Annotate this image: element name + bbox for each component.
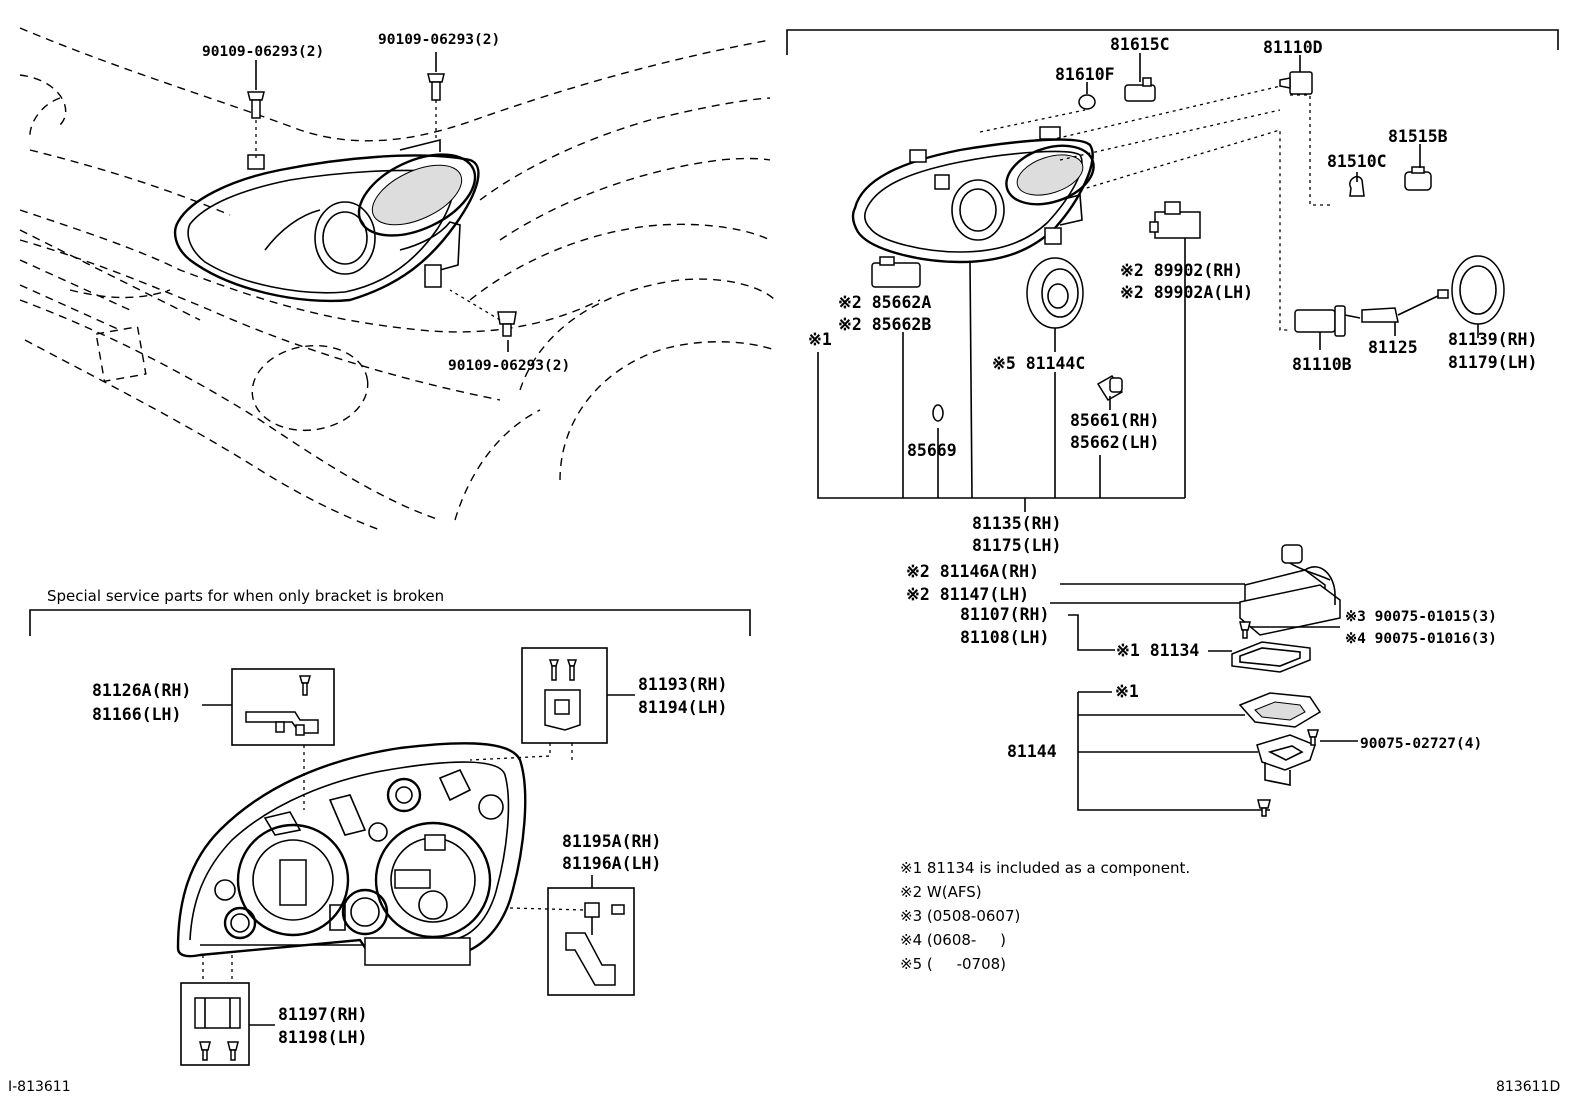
motor-85662a-icon [871,256,921,288]
note-2: ※2 W(AFS) [900,883,982,901]
screw-label-4: ※4 90075-01016(3) [1345,631,1497,647]
seal-85669-icon [932,404,944,422]
part-label-81139: 81139(RH) [1448,330,1537,349]
part-label-85662: 85662(LH) [1070,433,1159,452]
part-label-81126a: 81126A(RH) [92,681,191,700]
bracket-section-bracket [29,609,751,636]
bolt-icon [427,73,445,101]
fastener-label-top-mid: 90109-06293(2) [378,32,500,48]
bracket-81126a-icon [245,675,319,736]
screw-label-cover: 90075-02727(4) [1360,736,1482,752]
part-label-81144: 81144 [1007,742,1057,761]
relay-89902-icon [1149,201,1201,239]
part-label-81193: 81193(RH) [638,675,727,694]
screw-icon [1239,621,1251,639]
part-label-81194: 81194(LH) [638,698,727,717]
note-5: ※5 ( -0708) [900,955,1006,973]
footer-left-id: I-813611 [8,1079,71,1095]
note-3: ※3 (0508-0607) [900,907,1020,925]
gasket-81134-icon [1231,641,1311,673]
bracket-81195a-icon [565,902,625,986]
part-label-85661: 85661(RH) [1070,411,1159,430]
bulb-81110b-icon [1294,305,1361,337]
part-label-85662b: ※2 85662B [838,315,931,334]
part-label-81125: 81125 [1368,338,1418,357]
part-label-85669: 85669 [907,441,957,460]
bolt-icon [247,91,265,119]
bolt-icon [497,311,517,337]
bracket-section-title: Special service parts for when only brac… [47,587,444,605]
part-label-81108: 81108(LH) [960,628,1049,647]
screw-label-3: ※3 90075-01015(3) [1345,609,1497,625]
part-label-81110d: 81110D [1263,38,1323,57]
bulb-81110d-icon [1279,71,1313,95]
part-box-81197 [180,982,250,1066]
screw-icon [1257,799,1271,817]
grommet-81610f-icon [1078,94,1096,110]
part-label-81179: 81179(LH) [1448,353,1537,372]
part-label-81146a: ※2 81146A(RH) [906,562,1039,581]
part-label-81198: 81198(LH) [278,1028,367,1047]
headlamp-rear-view [176,742,527,966]
note-1: ※1 81134 is included as a component. [900,859,1190,877]
headlamp-assembly-illustration [851,126,1095,264]
part-label-81515b: 81515B [1388,127,1448,146]
cap-81139-icon [1451,255,1505,325]
part-label-81195a: 81195A(RH) [562,832,661,851]
part-box-81126a [231,668,335,746]
part-box-81195a [547,887,635,996]
bracket-81197-icon [194,997,241,1061]
assembly-bracket [786,29,1559,55]
bulb-85661-icon [1096,374,1124,402]
part-label-81135: 81135(RH) [972,514,1061,533]
fastener-label-lower: 90109-06293(2) [448,358,570,374]
part-label-81615c: 81615C [1110,35,1170,54]
igniter-81125-icon [1361,289,1449,323]
cover-81144c-icon [1026,257,1084,329]
screw-icon [1307,729,1319,746]
part-label-89902a: ※2 89902A(LH) [1120,283,1253,302]
part-label-81197: 81197(RH) [278,1005,367,1024]
part-label-81196a: 81196A(LH) [562,854,661,873]
part-label-81175: 81175(LH) [972,536,1061,555]
socket-81515b-icon [1404,166,1432,191]
note-4: ※4 (0608- ) [900,931,1006,949]
part-label-81134: ※1 81134 [1116,641,1199,660]
part-label-81510c: 81510C [1327,152,1387,171]
mark-note-1-assembly: ※1 [808,330,832,349]
part-label-81147: ※2 81147(LH) [906,585,1029,604]
part-label-81166: 81166(LH) [92,705,181,724]
part-label-81107: 81107(RH) [960,605,1049,624]
bulb-81615c-icon [1124,77,1156,102]
fastener-label-top-left: 90109-06293(2) [202,44,324,60]
vehicle-front-illustration [19,27,776,531]
footer-right-id: 813611D [1496,1079,1560,1095]
mark-note-1-cover: ※1 [1115,682,1139,701]
part-label-81610f: 81610F [1055,65,1115,84]
ballast-unit-icon [1239,544,1341,636]
part-label-85662a: ※2 85662A [838,293,931,312]
part-label-81144c: ※5 81144C [992,354,1085,373]
part-label-81110b: 81110B [1292,355,1352,374]
bracket-81193-icon [544,659,581,731]
cover-81144-icon [1238,692,1322,786]
part-label-89902: ※2 89902(RH) [1120,261,1243,280]
